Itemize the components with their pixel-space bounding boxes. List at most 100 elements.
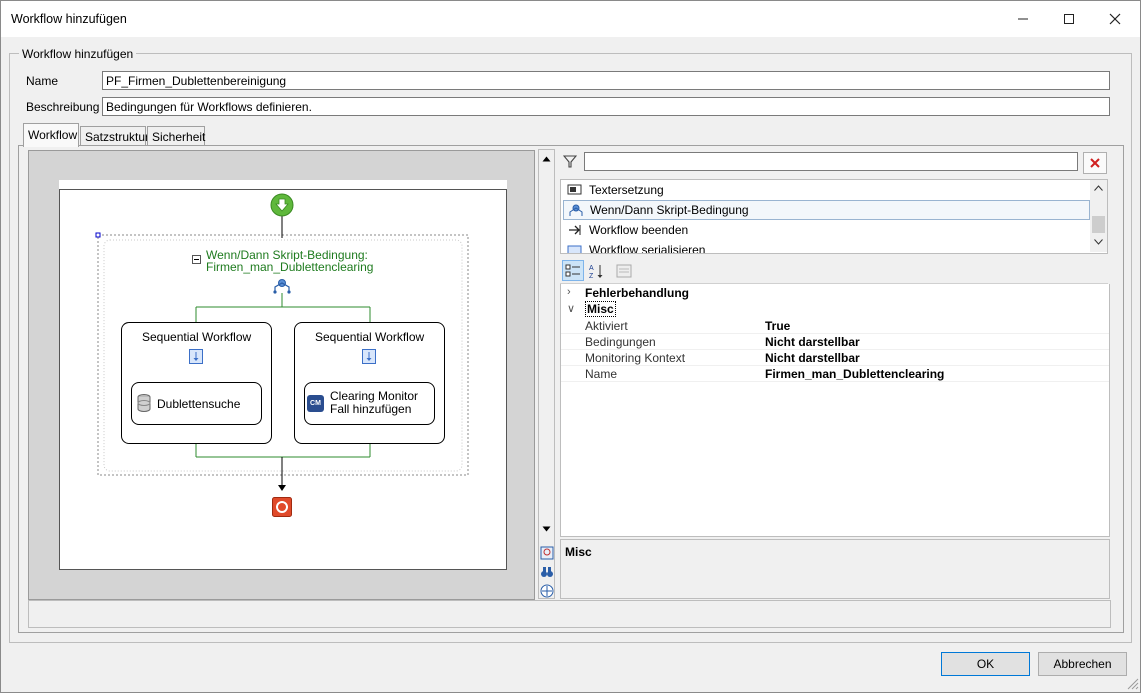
- sequence-icon: [189, 349, 203, 364]
- property-value: Firmen_man_Dublettenclearing: [765, 367, 945, 381]
- exit-workflow-icon: [569, 225, 581, 235]
- designer-scrollbar[interactable]: [538, 149, 555, 599]
- property-row-bedingungen[interactable]: Bedingungen Nicht darstellbar: [561, 334, 1109, 350]
- chevron-down-icon: [542, 526, 551, 531]
- property-pages-button[interactable]: [613, 260, 635, 281]
- chevron-up-icon: [542, 156, 551, 161]
- scroll-up-button[interactable]: [539, 150, 554, 167]
- resize-grip-icon[interactable]: [1125, 676, 1139, 690]
- description-label: Beschreibung: [26, 100, 100, 114]
- pan-tool-button[interactable]: [538, 581, 555, 600]
- maximize-button[interactable]: [1046, 1, 1092, 37]
- categorized-icon: [565, 264, 580, 276]
- binoculars-icon: [540, 566, 553, 577]
- toolbox-item-label: Wenn/Dann Skript-Bedingung: [590, 203, 749, 217]
- pan-icon: [540, 584, 553, 597]
- collapse-icon[interactable]: [192, 255, 201, 264]
- property-pages-icon: [616, 264, 632, 277]
- property-name: Name: [585, 367, 618, 381]
- minimize-button[interactable]: [1000, 1, 1046, 37]
- property-name: Aktiviert: [585, 319, 628, 333]
- start-arrow-icon: [270, 193, 294, 217]
- ok-button[interactable]: OK: [941, 652, 1030, 676]
- cancel-button[interactable]: Abbrechen: [1038, 652, 1127, 676]
- database-icon: [137, 394, 151, 412]
- property-grid[interactable]: › Fehlerbehandlung ∨ Misc Aktiviert True…: [560, 284, 1110, 537]
- activity-dublettensuche[interactable]: [131, 382, 262, 425]
- tab-sicherheit[interactable]: Sicherheit: [147, 126, 205, 145]
- tab-satzstruktur[interactable]: Satzstruktur: [80, 126, 149, 145]
- condition-icon: [273, 279, 291, 294]
- condition-icon: [569, 204, 583, 216]
- workflow-groupbox: [9, 53, 1132, 643]
- toolbox-item-workflow-beenden[interactable]: Workflow beenden: [563, 220, 1090, 240]
- chevron-down-icon[interactable]: [1094, 239, 1103, 245]
- toolbox-item-label: Workflow serialisieren: [589, 243, 706, 254]
- window-title: Workflow hinzufügen: [11, 12, 127, 26]
- property-name: Bedingungen: [585, 335, 656, 349]
- property-row-monitoring-kontext[interactable]: Monitoring Kontext Nicht darstellbar: [561, 350, 1109, 366]
- description-input[interactable]: Bedingungen für Workflows definieren.: [102, 97, 1110, 116]
- category-label: Misc: [585, 301, 616, 317]
- chevron-down-icon[interactable]: ∨: [567, 303, 576, 315]
- groupbox-legend: Workflow hinzufügen: [19, 47, 137, 61]
- designer-status-strip: [28, 600, 1111, 628]
- activity-label-dublettensuche: Dublettensuche: [157, 397, 241, 411]
- toolbox-item-wenn-dann[interactable]: Wenn/Dann Skript-Bedingung: [563, 200, 1090, 220]
- property-description-pane: Misc: [560, 539, 1110, 599]
- description-title: Misc: [565, 545, 592, 559]
- svg-text:Z: Z: [589, 273, 594, 279]
- sequence-icon: [362, 349, 376, 364]
- designer-side-tools: [538, 543, 555, 600]
- name-label: Name: [26, 74, 59, 88]
- scroll-down-button[interactable]: [539, 520, 554, 537]
- property-value: Nicht darstellbar: [765, 351, 860, 365]
- chevron-right-icon[interactable]: ›: [567, 286, 571, 298]
- property-row-aktiviert[interactable]: Aktiviert True: [561, 318, 1109, 334]
- text-replace-icon: [567, 184, 582, 195]
- categorized-button[interactable]: [562, 260, 584, 281]
- activity-label-clearing-1: Clearing Monitor: [330, 389, 419, 403]
- close-icon: [1109, 13, 1121, 25]
- find-tool-button[interactable]: [538, 562, 555, 581]
- chevron-up-icon[interactable]: [1094, 185, 1103, 191]
- tab-workflow[interactable]: Workflow: [23, 123, 79, 147]
- toolbox-list[interactable]: Textersetzung Wenn/Dann Skript-Bedingung…: [560, 179, 1108, 254]
- sequential-title-right: Sequential Workflow: [315, 330, 425, 344]
- close-button[interactable]: [1092, 1, 1138, 37]
- zoom-tool-button[interactable]: [538, 543, 555, 562]
- toolbox-scrollbar[interactable]: [1090, 180, 1107, 252]
- alphabetical-sort-icon: AZ: [589, 264, 603, 279]
- category-fehlerbehandlung[interactable]: › Fehlerbehandlung: [561, 286, 1109, 302]
- name-input[interactable]: PF_Firmen_Dublettenbereinigung: [102, 71, 1110, 90]
- condition-title-line2: Firmen_man_Dublettenclearing: [206, 260, 374, 274]
- minimize-icon: [1018, 18, 1028, 20]
- toolbox-item-label: Textersetzung: [589, 183, 664, 197]
- stop-icon: [272, 497, 292, 517]
- zoom-icon: [540, 546, 553, 559]
- property-row-name[interactable]: Name Firmen_man_Dublettenclearing: [561, 366, 1109, 382]
- sequential-title-left: Sequential Workflow: [142, 330, 252, 344]
- property-value: True: [765, 319, 791, 333]
- category-label: Fehlerbehandlung: [585, 286, 690, 300]
- canvas-header: [59, 180, 507, 190]
- toolbox-item-workflow-serialisieren[interactable]: Workflow serialisieren: [563, 240, 1090, 254]
- activity-clearing-monitor[interactable]: [304, 382, 435, 425]
- cm-icon: CM: [307, 395, 324, 412]
- serialize-icon: [567, 245, 582, 253]
- property-name: Monitoring Kontext: [585, 351, 686, 365]
- filter-icon: [563, 155, 577, 168]
- scroll-thumb[interactable]: [1092, 216, 1105, 233]
- svg-text:A: A: [589, 265, 594, 272]
- maximize-icon: [1064, 14, 1074, 24]
- category-misc[interactable]: ∨ Misc: [561, 301, 1109, 318]
- toolbox-filter-input[interactable]: [584, 152, 1078, 171]
- title-bar: Workflow hinzufügen: [1, 1, 1140, 37]
- property-value: Nicht darstellbar: [765, 335, 860, 349]
- clear-filter-button[interactable]: [1083, 152, 1107, 174]
- toolbox-item-textersetzung[interactable]: Textersetzung: [563, 180, 1090, 200]
